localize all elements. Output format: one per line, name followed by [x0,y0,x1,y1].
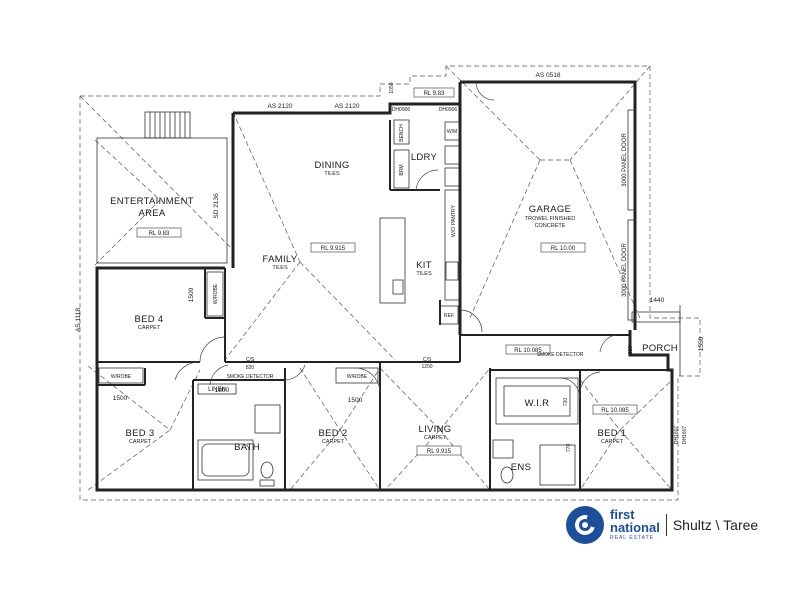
door-swings [174,81,616,399]
dh1607-left: DH1607 [674,426,680,445]
bed1-rl: RL 10.085 [601,408,629,414]
dining-finish: TILES [324,171,340,177]
kit-label: KIT [416,260,432,271]
logo-divider [665,514,667,536]
bed4-finish: CARPET [138,325,161,331]
ens-label: ENS [511,462,531,473]
panel-door-upper: 3000 PANEL DOOR [622,132,628,186]
living-rl: RL 9.915 [427,449,452,455]
internal-walls [97,120,668,490]
cs-hall: C/S [423,357,432,363]
family-label: FAMILY [263,254,298,265]
kitchen-fixtures [379,119,460,325]
ldry-label: LDRY [411,152,438,163]
brm-label: BRM [399,164,405,175]
bed3-finish: CARPET [129,439,152,445]
agency-logo: first national REAL ESTATE Shultz \ Tare… [566,503,776,547]
as-1118: AS 1118 [75,308,82,332]
family-finish: TILES [272,265,288,271]
garage-label: GARAGE [529,204,571,215]
entertainment-label-1: ENTERTAINMENT [110,196,194,207]
garage-rl: RL 10.00 [551,246,576,252]
bench-label: BENCH [399,124,405,142]
dim-1500-bed4: 1500 [188,287,195,302]
brand-bottom: national [610,519,660,535]
cs-bath: C/S [246,357,255,363]
first-national-logo-icon [566,506,604,544]
living-finish: CARPET [424,435,447,441]
dim-1200: 1200 [421,364,432,370]
dh0906-left: DH0906 [392,107,411,113]
as-0518: AS 0518 [536,72,561,79]
brand-text: first national REAL ESTATE [610,507,660,541]
bed1-label: BED 1 [598,428,627,439]
bath-label: BATH [234,442,260,453]
linen-label: LINEN [208,387,226,393]
dim-720: 720 [563,398,569,407]
wir-label: W.I.R [525,398,550,409]
dh1607-right: DH1607 [682,426,688,445]
porch-label: PORCH [642,343,678,354]
entertainment-area [96,111,228,264]
smoke-detector-hall: SMOKE DETECTOR [537,352,584,358]
living-label: LIVING [419,424,452,435]
bed4-label: BED 4 [135,314,164,325]
bed3-label: BED 3 [126,428,155,439]
entertainment-label-2: AREA [138,208,165,219]
dining-label: DINING [314,160,349,171]
external-walls [95,80,674,492]
dim-1500-bed3: 1500 [113,395,128,402]
garage-finish-2: CONCRETE [535,223,566,229]
panel-door-lower: 3000 PANEL DOOR [622,242,628,296]
sd-2136: SD 2136 [213,193,220,219]
bed1-finish: CARPET [601,439,624,445]
rl-983-top: RL 9.83 [424,91,445,97]
office-name: Shultz \ Taree [672,517,759,533]
bathroom-fixtures [197,377,579,487]
dim-1050: 1050 [389,82,395,93]
dim-820-bath: 820 [246,365,255,371]
dim-1800: 1800 [215,387,230,394]
as-2120-left: AS 2120 [268,103,293,110]
dh0906-right: DH0906 [439,107,458,113]
brand-tagline: REAL ESTATE [610,534,654,541]
garage-doors [627,109,681,376]
bed3-wrobe: W/ROBE [111,374,132,380]
dim-820-porch: 820 [628,346,634,355]
as-2120-right: AS 2120 [335,103,360,110]
wo-label: W/O [451,227,457,237]
family-rl: RL 9.915 [321,246,346,252]
smoke-detector-bath: SMOKE DETECTOR [227,374,274,380]
garage-finish-1: TROWEL FINISHED [525,216,576,222]
dim-770: 770 [566,444,572,453]
bed4-wrobe: W/ROBE [213,283,219,304]
dim-1500-bed2: 1500 [348,397,363,404]
dim-1440: 1440 [650,297,665,304]
ref-label: REF [444,313,454,319]
dim-1550: 1550 [698,336,705,351]
bed2-label: BED 2 [319,428,348,439]
rl-boxes [136,87,638,456]
wm-label: W/M [447,129,457,135]
pantry-label: PANTRY [451,204,457,224]
brand-top: first [610,507,635,523]
hall-rl: RL 10.085 [514,348,542,354]
entertainment-rl: RL 9.83 [149,231,170,237]
bed2-finish: CARPET [322,439,345,445]
bed2-wrobe: W/ROBE [347,374,368,380]
kit-finish: TILES [416,271,432,277]
